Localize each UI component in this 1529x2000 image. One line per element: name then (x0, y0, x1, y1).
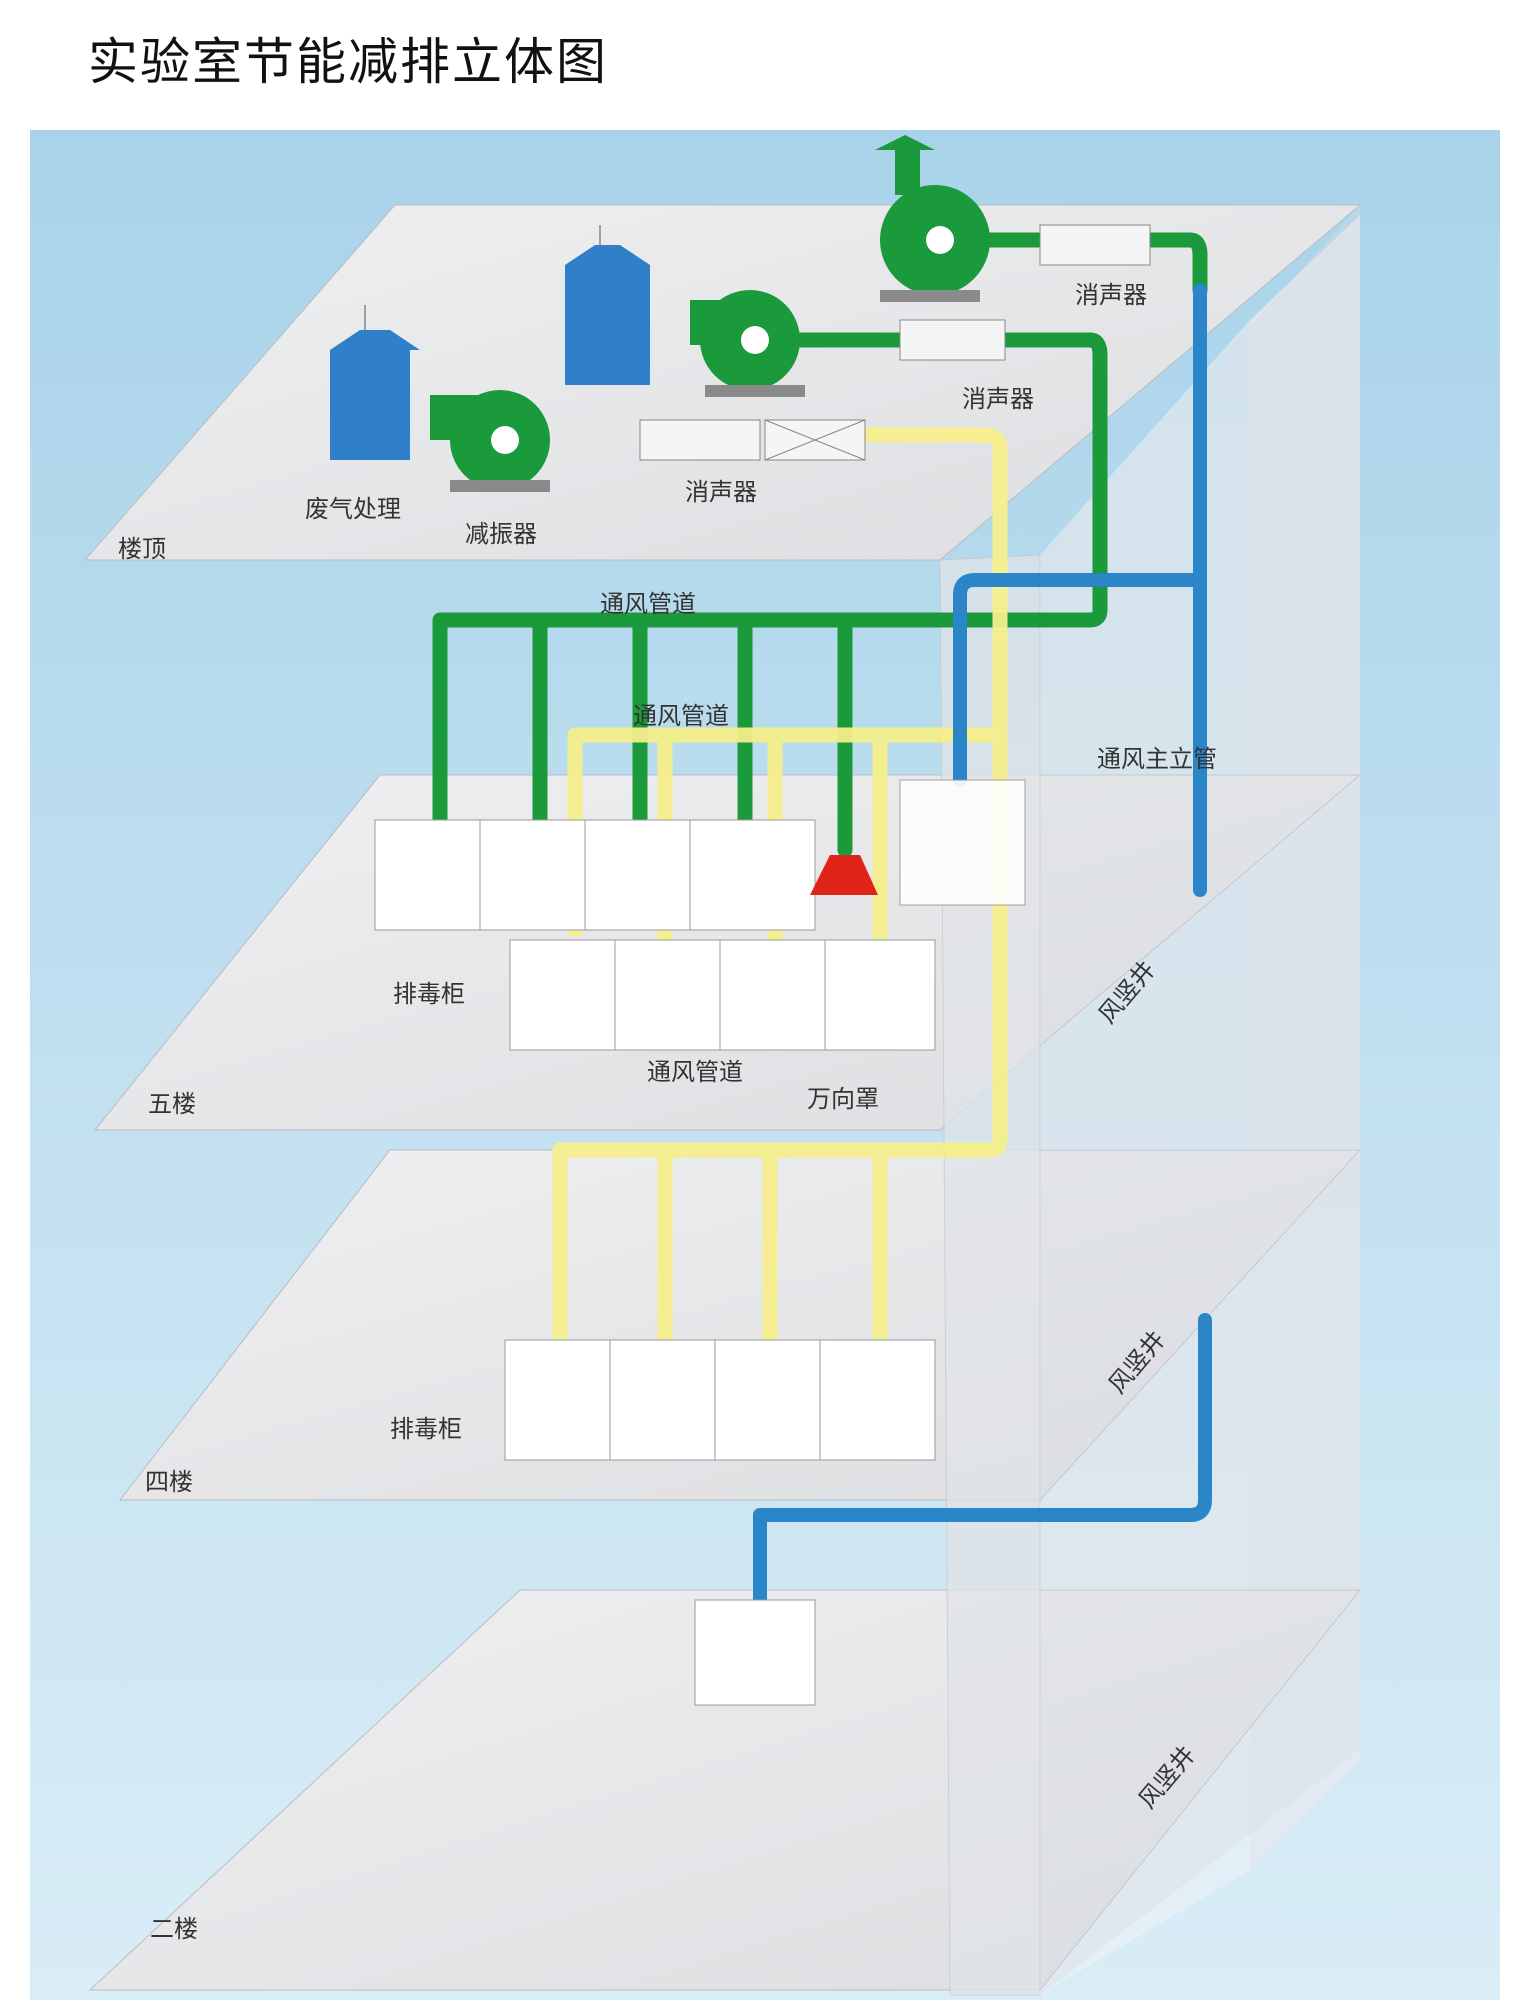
label-gas-treatment: 废气处理 (305, 495, 401, 523)
fume-hood-row-5a (374, 819, 816, 931)
label-silencer-2: 消声器 (962, 385, 1034, 413)
shaft-back-wall (1250, 215, 1360, 1870)
label-fume-hood-4: 排毒柜 (390, 1415, 462, 1443)
silencer-unit-2 (899, 319, 1006, 361)
universal-hood-icon (810, 855, 878, 895)
label-universal-hood: 万向罩 (807, 1085, 879, 1113)
shaft-right-face (1040, 205, 1360, 1995)
blue-main-riser (753, 283, 1212, 1607)
label-silencer-3: 消声器 (1075, 281, 1147, 309)
label-fume-hood-5: 排毒柜 (393, 980, 465, 1008)
shaft-box-5 (899, 779, 1026, 906)
fume-hood-row-4 (504, 1339, 936, 1461)
page-title: 实验室节能减排立体图 (88, 33, 608, 91)
label-floor2: 二楼 (150, 1915, 198, 1943)
silencer-unit-1 (639, 419, 866, 461)
label-roof: 楼顶 (118, 535, 166, 563)
label-floor4: 四楼 (145, 1468, 193, 1496)
silencer-unit-3 (1039, 224, 1151, 266)
fan-2 (690, 290, 805, 397)
label-duct-2: 通风管道 (633, 702, 729, 730)
label-silencer-1: 消声器 (685, 478, 757, 506)
scrubber-1 (330, 305, 420, 460)
fan-3 (875, 135, 990, 302)
fume-hood-row-5b (509, 939, 936, 1051)
label-floor5: 五楼 (148, 1090, 196, 1118)
label-duct-3: 通风管道 (647, 1058, 743, 1086)
fan-1 (430, 390, 550, 492)
floor2-unit (694, 1599, 816, 1706)
label-damper: 减振器 (465, 520, 537, 548)
label-duct-1: 通风管道 (600, 590, 696, 618)
scrubber-2 (565, 225, 650, 385)
label-main-riser: 通风主立管 (1097, 745, 1217, 773)
